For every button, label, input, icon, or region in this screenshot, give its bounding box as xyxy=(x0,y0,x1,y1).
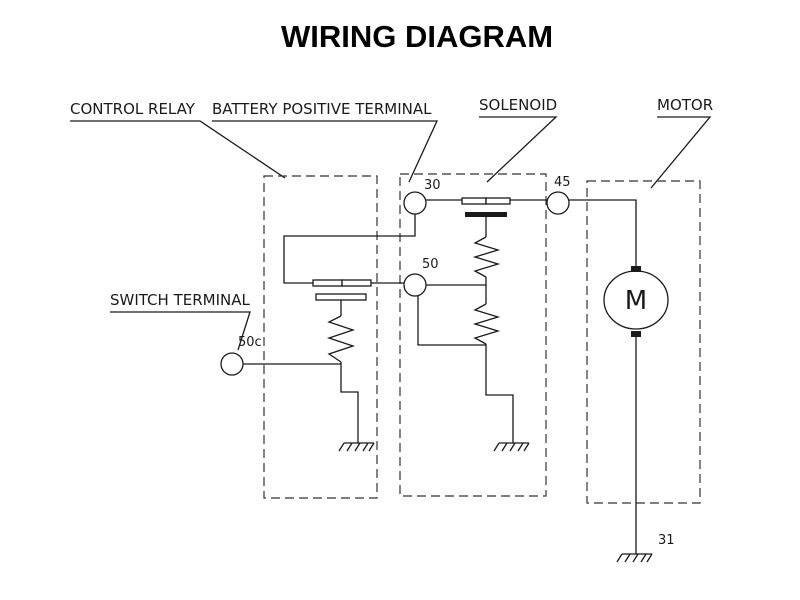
relay-ground-symbol xyxy=(338,442,375,452)
control-relay-label: CONTROL RELAY xyxy=(70,100,196,118)
relay-armature-plate xyxy=(315,293,367,301)
motor-brush-top xyxy=(631,266,641,272)
terminal-45 xyxy=(546,191,570,215)
motor-ground-symbol xyxy=(616,553,653,563)
solenoid-contact-right xyxy=(485,197,511,205)
motor-enclosure xyxy=(586,180,701,504)
relay-contact-right xyxy=(341,279,372,287)
terminal-31-label: 31 xyxy=(658,533,675,548)
solenoid-contact-left xyxy=(461,197,487,205)
terminal-50c-label: 50c xyxy=(238,335,262,350)
relay-contact-left xyxy=(312,279,343,287)
relay-feed-wire xyxy=(283,203,416,284)
terminal-50 xyxy=(403,273,427,297)
terminal-30 xyxy=(403,191,427,215)
motor-feed-wire xyxy=(569,199,637,266)
battery-positive-terminal-label: BATTERY POSITIVE TERMINAL xyxy=(212,100,432,118)
motor-symbol: M xyxy=(625,286,647,316)
relay-coil-spring xyxy=(326,315,356,363)
motor-brush-bottom xyxy=(631,331,641,337)
terminal-45-label: 45 xyxy=(554,175,571,190)
solenoid-ground-symbol xyxy=(493,442,530,452)
solenoid-inner-loop-wire xyxy=(417,294,486,346)
terminal-50c xyxy=(220,352,244,376)
diagram-title: WIRING DIAGRAM xyxy=(281,19,553,54)
motor-leader-line xyxy=(650,116,712,189)
solenoid-leader-line xyxy=(479,116,558,183)
terminal-50-label: 50 xyxy=(422,257,439,272)
solenoid-ground-wire xyxy=(485,344,514,443)
motor-label: MOTOR xyxy=(657,96,713,114)
control-relay-leader-line xyxy=(70,120,286,179)
switch-terminal-leader-line xyxy=(110,311,251,351)
switch-terminal-label: SWITCH TERMINAL xyxy=(110,291,250,309)
solenoid-armature-plate xyxy=(465,212,507,217)
pull-in-coil xyxy=(472,236,501,278)
control-relay-enclosure xyxy=(263,175,378,499)
solenoid-label: SOLENOID xyxy=(479,96,557,114)
motor-armature-circle xyxy=(603,270,669,330)
battery-terminal-leader-line xyxy=(212,120,439,183)
terminal-30-label: 30 xyxy=(424,178,441,193)
solenoid-enclosure xyxy=(399,173,547,497)
relay-ground-wire xyxy=(340,375,359,443)
hold-in-coil xyxy=(472,303,501,345)
